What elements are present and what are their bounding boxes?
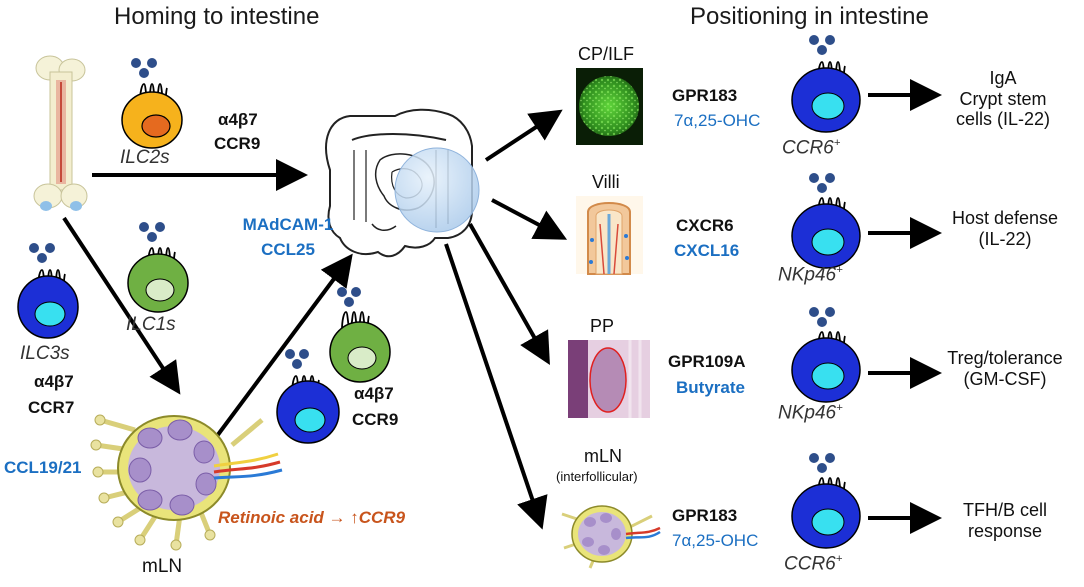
mln-exit-ilc1-icon: [329, 287, 391, 383]
site-cp-ilf: CP/ILF: [578, 44, 635, 64]
ligand-row1: 7α,25-OHC: [674, 111, 761, 130]
marker-row3: NKp46+: [778, 402, 843, 424]
receptor-row4: GPR183: [672, 506, 738, 525]
label-ilc3-receptor: CCR7: [28, 398, 75, 417]
mln-lymph-node-icon: [90, 414, 283, 551]
heading-positioning: Positioning in intestine: [690, 3, 929, 30]
marker-row2: NKp46+: [778, 264, 843, 286]
arrow-mln-to-gut: [212, 253, 353, 442]
label-ilc2: ILC2s: [120, 147, 170, 168]
arrow-gut-to-mln: [444, 243, 548, 530]
label-mln-left: mLN: [142, 556, 183, 577]
ilc3-cell-row4-icon: [791, 453, 861, 549]
heading-homing: Homing to intestine: [114, 3, 320, 30]
label-mln-ligand: CCL19/21: [4, 458, 82, 477]
marker-row1: CCR6+: [782, 137, 841, 159]
receptor-row1: GPR183: [672, 86, 738, 105]
ilc2-cell-icon: [121, 58, 183, 149]
arrow-gut-to-villi: [491, 198, 568, 240]
label-mln-exit-integrin: α4β7: [354, 384, 394, 403]
site-pp: PP: [590, 316, 615, 336]
pp-histology-icon: [568, 340, 650, 418]
receptor-row2: CXCR6: [676, 216, 734, 235]
receptor-row3: GPR109A: [668, 352, 746, 371]
arrow-gut-to-cp-ilf: [484, 109, 563, 162]
ilc3-cell-row3-icon: [791, 307, 861, 403]
villi-illustration-icon: [576, 196, 643, 275]
ligand-row3: Butyrate: [676, 378, 745, 397]
cp-ilf-micrograph-icon: [576, 68, 643, 145]
outcome-row3: Treg/tolerance(GM-CSF): [947, 348, 1063, 389]
arrow-bone-to-mln: [62, 216, 181, 395]
label-ilc2-receptor: CCR9: [214, 134, 261, 153]
bone-marrow-icon: [33, 55, 88, 211]
site-mln-sub: (interfollicular): [556, 469, 638, 484]
mln-small-icon: [561, 505, 661, 569]
label-retinoic-acid: Retinoic acid → ↑CCR9: [218, 508, 406, 527]
intestine-zoom-bubble: [394, 147, 480, 233]
outcome-row2: Host defense(IL-22): [951, 208, 1059, 249]
ilc1-cell-icon: [127, 222, 189, 313]
positioned-ilc3-cells: [791, 35, 861, 549]
label-ilc3-integrin: α4β7: [34, 372, 74, 391]
ligand-row2: CXCL16: [674, 241, 740, 260]
ilc3-cell-icon: [17, 243, 79, 339]
label-gut-ligand-1: MAdCAM-1: [242, 215, 334, 234]
label-ilc3: ILC3s: [20, 343, 70, 364]
site-mln: mLN: [584, 446, 623, 466]
label-mln-exit-receptor: CCR9: [352, 410, 399, 429]
ilc3-cell-row1-icon: [791, 35, 861, 133]
label-ilc1: ILC1s: [126, 314, 176, 335]
ligand-row4: 7α,25-OHC: [672, 531, 759, 550]
label-ilc2-integrin: α4β7: [218, 110, 258, 129]
site-villi: Villi: [592, 172, 620, 192]
label-gut-ligand-2: CCL25: [261, 240, 315, 259]
mln-exit-ilc3-icon: [276, 349, 340, 444]
ilc3-cell-row2-icon: [791, 173, 861, 269]
arrow-gut-to-pp: [468, 223, 550, 365]
marker-row4: CCR6+: [784, 553, 843, 575]
